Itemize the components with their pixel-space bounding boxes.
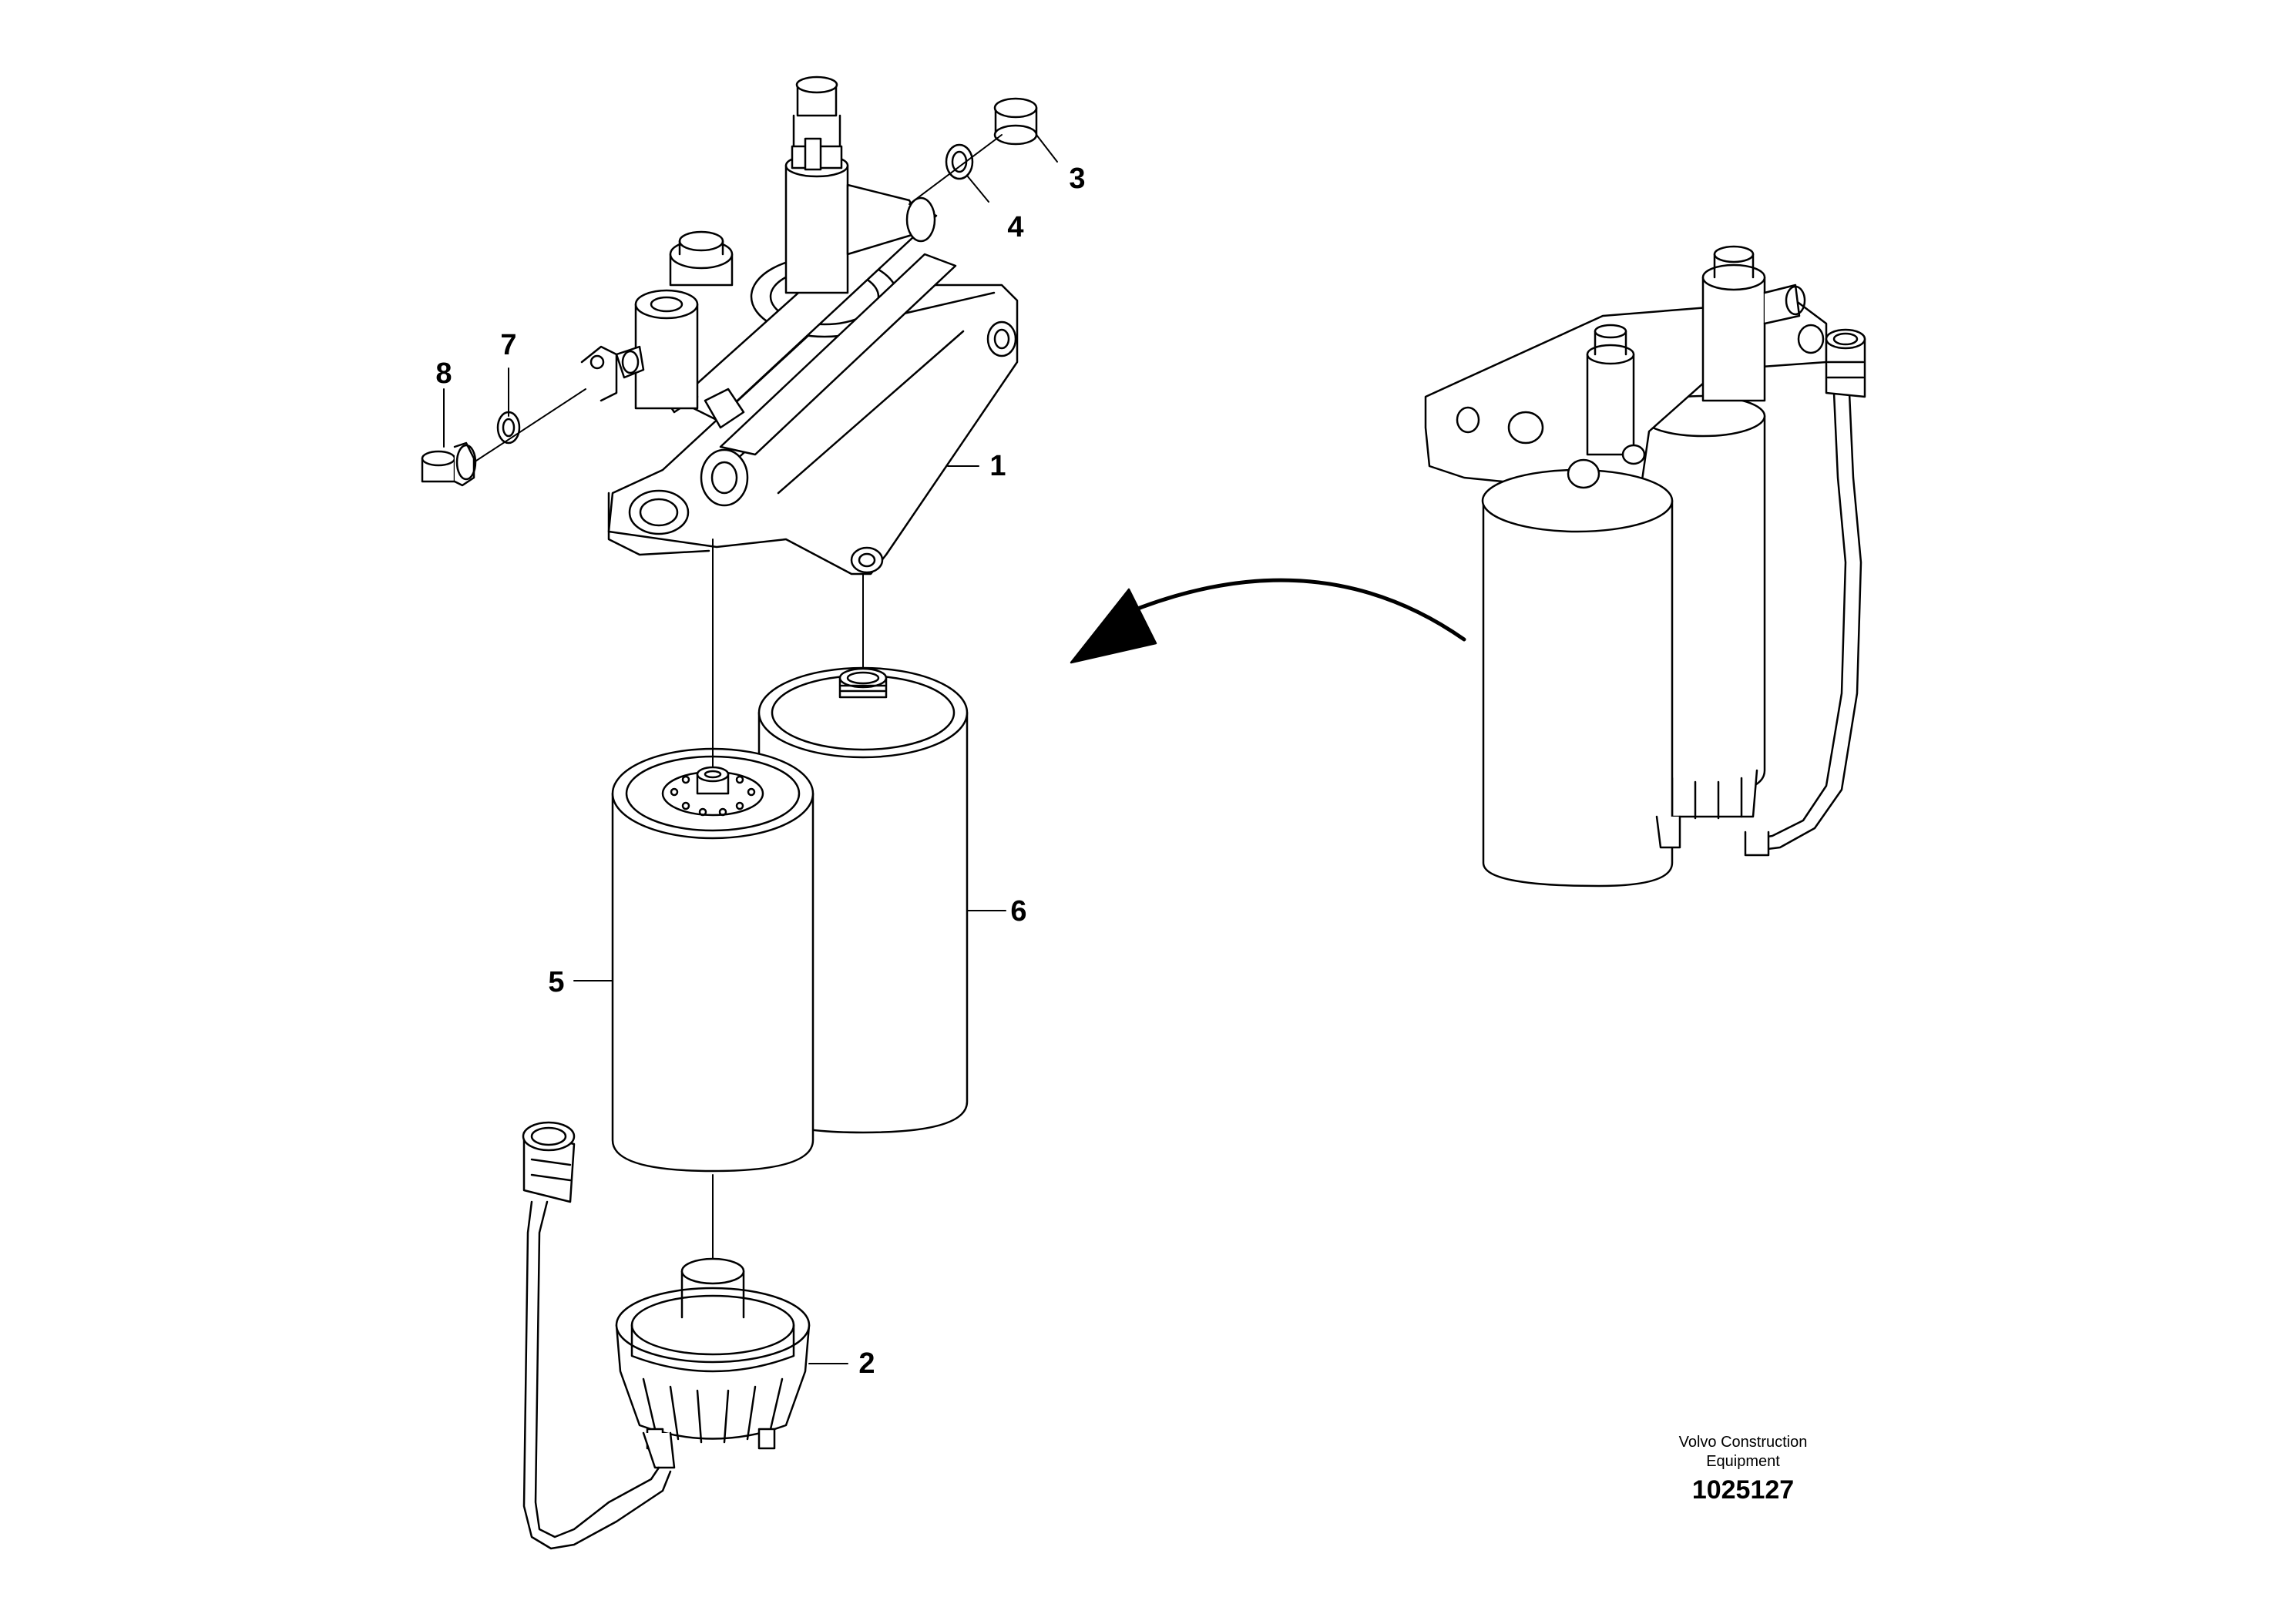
- assembly-arrow: [1070, 578, 1466, 664]
- water-separator-bowl: [615, 1257, 811, 1469]
- figure-number: 1025127: [1691, 1475, 1795, 1505]
- assembled-view: [1424, 245, 1866, 887]
- company-name-line1: Volvo Construction: [1678, 1434, 1808, 1451]
- plug-8: [421, 441, 477, 487]
- callout-8: 8: [435, 357, 452, 390]
- callout-1: 1: [989, 450, 1006, 482]
- callout-7: 7: [500, 329, 517, 361]
- callout-3: 3: [1069, 163, 1086, 195]
- leader-lines: [443, 134, 1058, 1364]
- company-name-line2: Equipment: [1706, 1453, 1780, 1470]
- callout-2: 2: [858, 1347, 875, 1380]
- wire-harness-left: [522, 1121, 672, 1550]
- washer-4: [945, 143, 974, 180]
- callout-6: 6: [1010, 895, 1027, 928]
- plug-3: [993, 97, 1038, 146]
- filter-cartridge-5: [611, 747, 814, 1173]
- callout-4: 4: [1007, 211, 1024, 243]
- callout-5: 5: [548, 966, 565, 998]
- filter-head-bracket: [580, 75, 1019, 575]
